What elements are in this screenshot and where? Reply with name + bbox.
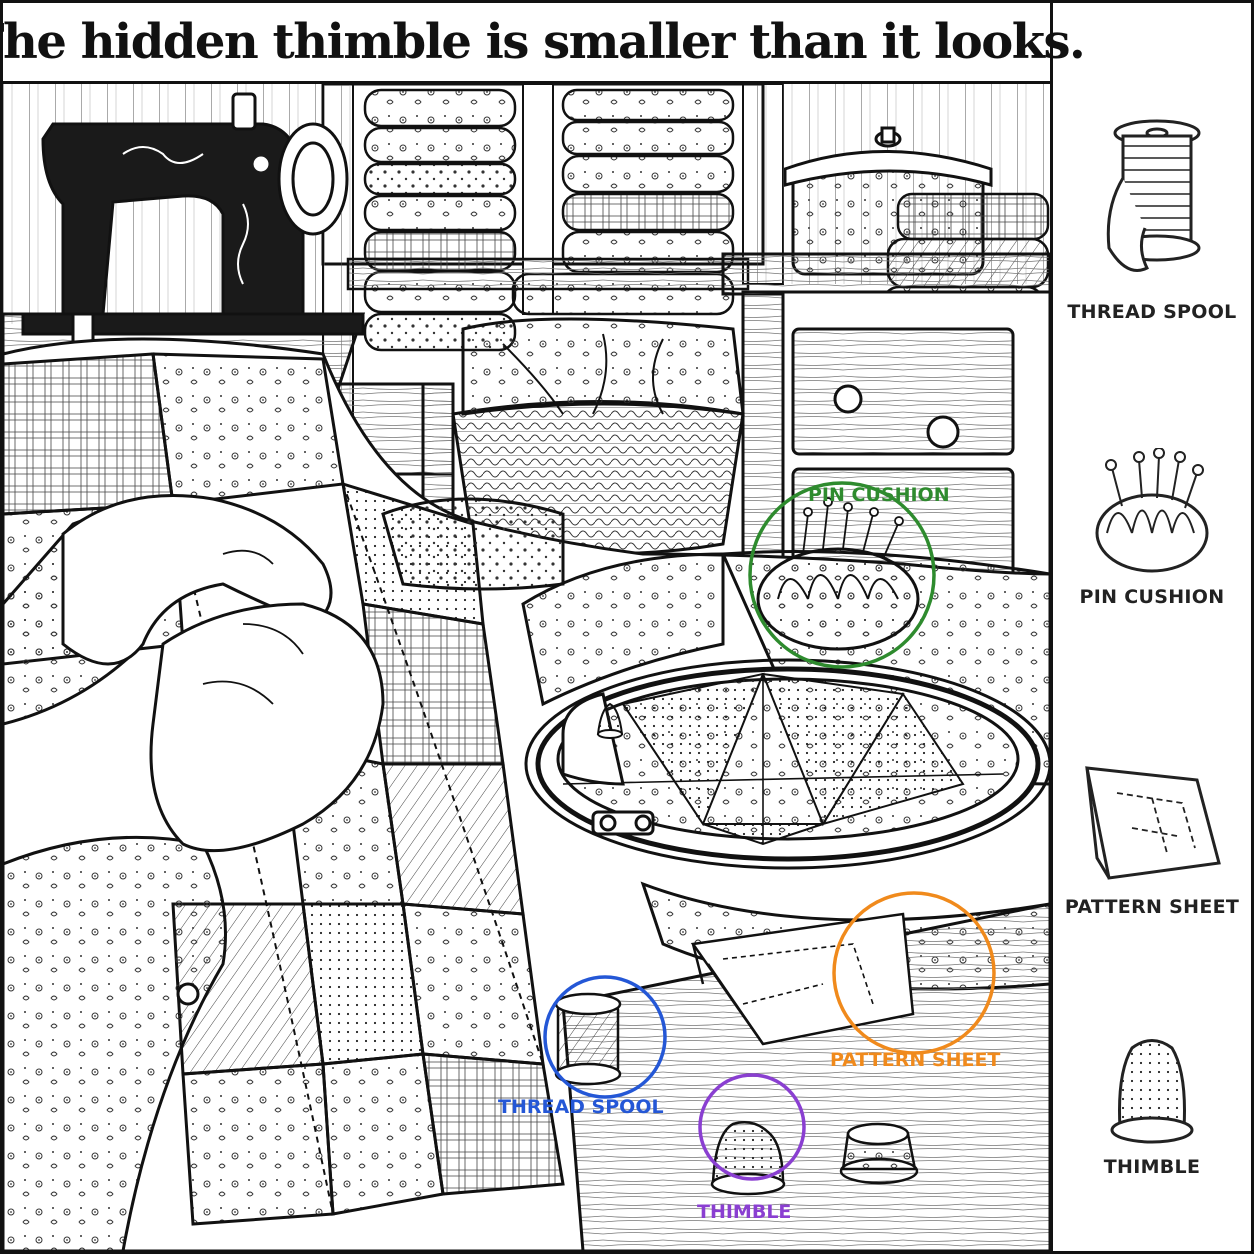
sidebar-divider	[1050, 0, 1053, 1254]
checklist-item-pin-cushion[interactable]: PIN CUSHION	[1053, 448, 1251, 608]
thimble-icon	[1110, 1039, 1194, 1144]
found-label-pin-cushion: PIN CUSHION	[808, 484, 950, 506]
checklist-label-pattern-sheet: PATTERN SHEET	[1064, 896, 1240, 918]
found-circle-thread-spool	[543, 975, 667, 1099]
item-checklist-sidebar: THREAD SPOOL PIN CUSHION	[1053, 3, 1251, 1251]
thread-spool-icon	[1106, 119, 1201, 272]
puzzle-title: The hidden thimble is smaller than it lo…	[0, 14, 1086, 70]
checklist-label-pin-cushion: PIN CUSHION	[1079, 586, 1225, 608]
pattern-sheet-icon	[1085, 766, 1221, 880]
found-circle-thimble	[698, 1073, 806, 1181]
found-label-pattern-sheet: PATTERN SHEET	[830, 1049, 1001, 1071]
found-label-thread-spool: THREAD SPOOL	[498, 1096, 664, 1118]
checklist-item-pattern-sheet[interactable]: PATTERN SHEET	[1053, 758, 1251, 918]
title-bar: The hidden thimble is smaller than it lo…	[0, 3, 1086, 84]
checklist-label-thread-spool: THREAD SPOOL	[1067, 301, 1237, 323]
found-circle-pattern-sheet	[832, 891, 996, 1055]
hidden-object-scene[interactable]	[3, 84, 1050, 1251]
checklist-item-thimble[interactable]: THIMBLE	[1053, 1033, 1251, 1178]
checklist-label-thimble: THIMBLE	[1103, 1156, 1201, 1178]
found-circle-pin-cushion	[748, 481, 936, 669]
checklist-item-thread-spool[interactable]: THREAD SPOOL	[1053, 118, 1251, 323]
pin-cushion-icon	[1095, 448, 1209, 573]
found-label-thimble: THIMBLE	[697, 1201, 792, 1223]
